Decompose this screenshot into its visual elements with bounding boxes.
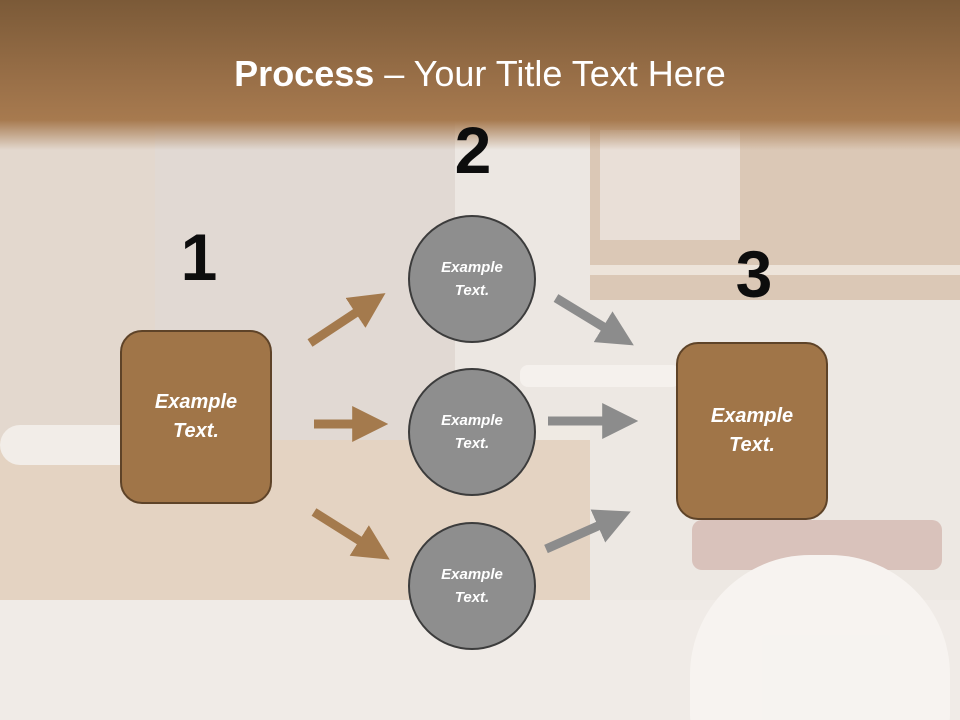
step-2-circle-bottom[interactable]: Example Text. xyxy=(408,522,536,650)
slide-title[interactable]: Process – Your Title Text Here xyxy=(0,52,960,96)
step-2-circle-top[interactable]: Example Text. xyxy=(408,215,536,343)
step-2-number: 2 xyxy=(454,113,492,187)
step-1-number: 1 xyxy=(180,220,218,294)
arrow-1-to-top xyxy=(307,293,386,347)
title-rest: – Your Title Text Here xyxy=(374,53,726,94)
arrow-1-to-bottom xyxy=(311,508,390,560)
step-2-circle-middle[interactable]: Example Text. xyxy=(408,368,536,496)
step-1-box[interactable]: Example Text. xyxy=(120,330,272,504)
step-3-number: 3 xyxy=(735,237,773,311)
title-banner xyxy=(0,0,960,150)
title-bold: Process xyxy=(234,53,375,94)
arrow-bottom-to-3 xyxy=(544,509,631,554)
arrow-top-to-3 xyxy=(553,294,634,346)
step-3-box[interactable]: Example Text. xyxy=(676,342,828,520)
